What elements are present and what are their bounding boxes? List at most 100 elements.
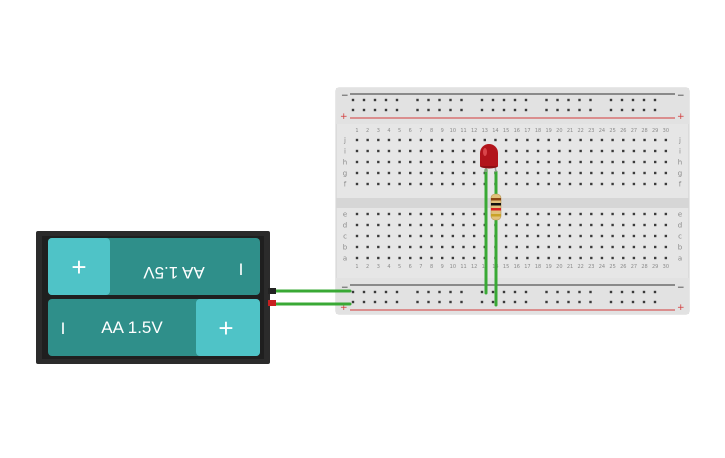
terminal-hole[interactable] (409, 223, 412, 227)
rail-hole[interactable] (480, 108, 484, 112)
terminal-hole[interactable] (611, 149, 614, 153)
terminal-hole[interactable] (568, 256, 572, 260)
rail-hole[interactable] (631, 98, 635, 102)
terminal-hole[interactable] (600, 223, 604, 227)
battery-cell-top[interactable]: + AA 1.5V I (48, 238, 260, 295)
terminal-hole[interactable] (398, 234, 401, 238)
terminal-hole[interactable] (504, 256, 508, 260)
terminal-hole[interactable] (472, 223, 476, 227)
terminal-hole[interactable] (409, 160, 412, 164)
terminal-hole[interactable] (600, 245, 604, 249)
terminal-hole[interactable] (451, 245, 455, 249)
terminal-hole[interactable] (472, 171, 476, 175)
rail-hole[interactable] (502, 290, 506, 294)
terminal-hole[interactable] (409, 245, 412, 249)
terminal-hole[interactable] (526, 149, 529, 153)
terminal-hole[interactable] (377, 182, 380, 186)
rail-hole[interactable] (609, 98, 613, 102)
terminal-hole[interactable] (472, 182, 476, 186)
terminal-hole[interactable] (430, 256, 433, 260)
rail-hole[interactable] (416, 108, 419, 112)
terminal-hole[interactable] (419, 138, 423, 142)
rail-hole[interactable] (351, 290, 355, 294)
terminal-hole[interactable] (590, 256, 593, 260)
terminal-hole[interactable] (654, 212, 657, 216)
terminal-hole[interactable] (664, 256, 668, 260)
terminal-hole[interactable] (504, 171, 508, 175)
rail-hole[interactable] (589, 108, 592, 112)
terminal-hole[interactable] (504, 212, 508, 216)
terminal-hole[interactable] (387, 182, 391, 186)
terminal-hole[interactable] (664, 171, 668, 175)
terminal-hole[interactable] (547, 160, 550, 164)
terminal-hole[interactable] (579, 138, 582, 142)
terminal-hole[interactable] (430, 234, 433, 238)
rail-hole[interactable] (416, 290, 419, 294)
terminal-hole[interactable] (398, 138, 401, 142)
terminal-hole[interactable] (366, 138, 369, 142)
terminal-hole[interactable] (387, 245, 391, 249)
terminal-hole[interactable] (536, 160, 540, 164)
terminal-hole[interactable] (526, 160, 529, 164)
rail-hole[interactable] (491, 300, 495, 304)
terminal-hole[interactable] (462, 212, 465, 216)
terminal-hole[interactable] (600, 171, 604, 175)
rail-hole[interactable] (609, 108, 613, 112)
rail-hole[interactable] (545, 108, 548, 112)
rail-hole[interactable] (351, 98, 355, 102)
terminal-hole[interactable] (643, 256, 646, 260)
terminal-hole[interactable] (441, 223, 444, 227)
terminal-hole[interactable] (398, 149, 401, 153)
rail-hole[interactable] (578, 290, 581, 294)
terminal-hole[interactable] (568, 234, 572, 238)
terminal-hole[interactable] (526, 138, 529, 142)
terminal-hole[interactable] (515, 171, 518, 175)
terminal-hole[interactable] (643, 160, 646, 164)
terminal-hole[interactable] (622, 234, 625, 238)
rail-hole[interactable] (589, 290, 592, 294)
rail-hole[interactable] (438, 290, 441, 294)
terminal-hole[interactable] (600, 256, 604, 260)
terminal-hole[interactable] (536, 234, 540, 238)
rail-hole[interactable] (427, 108, 430, 112)
terminal-hole[interactable] (515, 182, 518, 186)
terminal-hole[interactable] (462, 149, 465, 153)
terminal-hole[interactable] (611, 256, 614, 260)
rail-hole[interactable] (524, 108, 528, 112)
rail-hole[interactable] (502, 108, 506, 112)
terminal-hole[interactable] (366, 256, 369, 260)
terminal-hole[interactable] (536, 223, 540, 227)
terminal-hole[interactable] (664, 223, 668, 227)
rail-hole[interactable] (609, 290, 613, 294)
rail-hole[interactable] (631, 290, 635, 294)
terminal-hole[interactable] (622, 256, 625, 260)
terminal-hole[interactable] (632, 212, 636, 216)
terminal-hole[interactable] (547, 245, 550, 249)
terminal-hole[interactable] (547, 182, 550, 186)
terminal-hole[interactable] (643, 149, 646, 153)
terminal-hole[interactable] (622, 149, 625, 153)
rail-hole[interactable] (653, 108, 657, 112)
terminal-hole[interactable] (611, 223, 614, 227)
terminal-hole[interactable] (430, 160, 433, 164)
terminal-hole[interactable] (536, 171, 540, 175)
terminal-hole[interactable] (462, 256, 465, 260)
rail-hole[interactable] (513, 108, 517, 112)
terminal-hole[interactable] (366, 171, 369, 175)
rail-hole[interactable] (362, 108, 366, 112)
terminal-hole[interactable] (590, 171, 593, 175)
terminal-hole[interactable] (632, 223, 636, 227)
rail-hole[interactable] (502, 300, 506, 304)
terminal-hole[interactable] (547, 138, 550, 142)
terminal-hole[interactable] (462, 182, 465, 186)
terminal-hole[interactable] (377, 160, 380, 164)
red-led[interactable] (480, 144, 498, 173)
rail-hole[interactable] (460, 98, 463, 102)
rail-hole[interactable] (438, 300, 441, 304)
terminal-hole[interactable] (558, 245, 561, 249)
terminal-hole[interactable] (441, 138, 444, 142)
terminal-hole[interactable] (547, 223, 550, 227)
terminal-hole[interactable] (664, 149, 668, 153)
terminal-hole[interactable] (515, 245, 518, 249)
terminal-hole[interactable] (622, 212, 625, 216)
